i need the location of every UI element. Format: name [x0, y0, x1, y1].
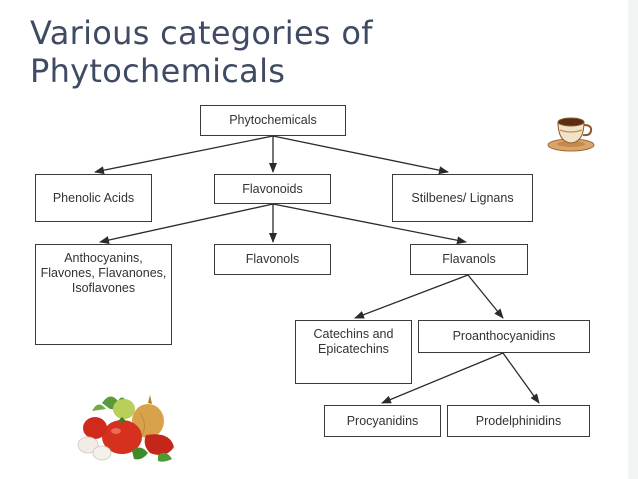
- node-phenolic-acids-label: Phenolic Acids: [52, 190, 135, 205]
- node-procyanidins: Procyanidins: [324, 405, 441, 437]
- node-procyanidins-label: Procyanidins: [346, 413, 419, 428]
- vegetables-image: [62, 373, 186, 470]
- edge-proantho-procyanidins: [381, 352, 504, 404]
- node-flavonoids-label: Flavonoids: [242, 181, 303, 196]
- node-flavonols-label: Flavonols: [245, 252, 300, 266]
- edge-phyto-phenolic: [94, 135, 274, 175]
- edge-flavanols-proantho: [467, 274, 504, 319]
- node-phenolic-acids: Phenolic Acids: [35, 174, 152, 222]
- node-prodelphinidins: Prodelphinidins: [447, 405, 590, 437]
- node-phytochemicals-label: Phytochemicals: [229, 113, 317, 127]
- node-stilbenes-lignans-label: Stilbenes/ Lignans: [411, 190, 514, 205]
- slide-edge-strip: [628, 0, 638, 479]
- node-catechins-label: Catechins and Epicatechins: [313, 327, 394, 356]
- node-anthocyanins-group-label: Anthocyanins, Flavones, Flavanones, Isof…: [40, 251, 167, 295]
- node-catechins: Catechins and Epicatechins: [295, 320, 412, 384]
- node-stilbenes-lignans: Stilbenes/ Lignans: [392, 174, 533, 222]
- slide-title: Various categories of Phytochemicals: [30, 14, 373, 90]
- node-flavonols: Flavonols: [214, 244, 331, 275]
- node-flavanols-label: Flavanols: [442, 252, 496, 266]
- node-proanthocyanidins-label: Proanthocyanidins: [452, 329, 556, 343]
- node-flavonoids: Flavonoids: [214, 174, 331, 204]
- node-phytochemicals: Phytochemicals: [200, 105, 346, 136]
- node-flavanols: Flavanols: [410, 244, 528, 275]
- node-anthocyanins-group: Anthocyanins, Flavones, Flavanones, Isof…: [35, 244, 172, 345]
- edge-flavonoids-flavanols: [272, 203, 467, 245]
- teacup-icon: [547, 117, 595, 152]
- edge-phyto-stilbenes: [272, 135, 449, 175]
- edge-flavonoids-anthocyanins: [99, 203, 274, 244]
- node-prodelphinidins-label: Prodelphinidins: [475, 413, 562, 428]
- node-proanthocyanidins: Proanthocyanidins: [418, 320, 590, 353]
- edge-flavanols-catechins: [354, 274, 469, 319]
- edge-proantho-prodelphinidins: [502, 352, 540, 404]
